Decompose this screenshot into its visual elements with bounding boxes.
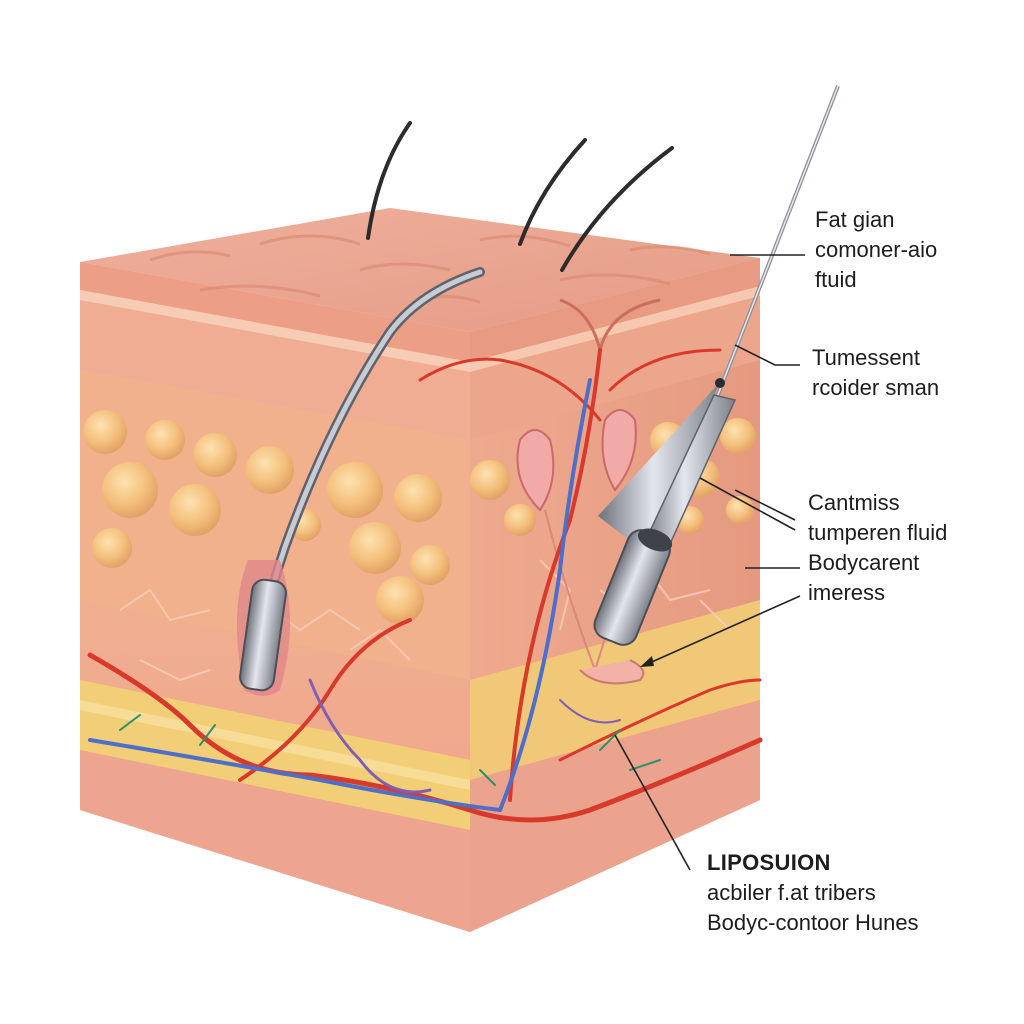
callout-cantmiss-line-4: imeress — [808, 580, 886, 605]
skin-surface — [80, 208, 760, 351]
callout-tumessent-line-1: Tumessent — [812, 345, 921, 370]
needle-icon — [593, 85, 840, 646]
callout-liposuion: LIPOSUION acbiler f.at tribers Bodyc-con… — [707, 848, 919, 938]
callout-cantmiss-line-1: Cantmiss — [808, 490, 900, 515]
callout-fat-gain-line-3: ftuid — [815, 267, 857, 292]
callout-liposuion-title: LIPOSUION — [707, 850, 831, 875]
callout-cantmiss-line-3: Bodycarent — [808, 550, 920, 575]
callout-cantmiss-line-2: tumperen fluid — [808, 520, 948, 545]
callout-fat-gain-line-2: comoner-aio — [815, 237, 938, 262]
blood-vessel-icon — [87, 348, 763, 823]
callout-liposuion-line-2: acbiler f.at tribers — [707, 880, 876, 905]
cannula-icon — [236, 267, 485, 696]
callout-lines — [614, 254, 805, 871]
hair-follicle-icon — [516, 409, 645, 685]
callout-fat-gain-line-1: Fat gian — [815, 207, 895, 232]
hair-icon — [366, 121, 674, 272]
callout-tumessent: Tumessent rcoider sman — [812, 343, 939, 403]
callout-tumessent-line-2: rcoider sman — [812, 375, 940, 400]
callout-cantmiss: Cantmiss tumperen fluid Bodycarent imere… — [808, 488, 947, 608]
callout-liposuion-line-3: Bodyc-contoor Hunes — [707, 910, 919, 935]
callout-fat-gain: Fat gian comoner-aio ftuid — [815, 205, 937, 295]
